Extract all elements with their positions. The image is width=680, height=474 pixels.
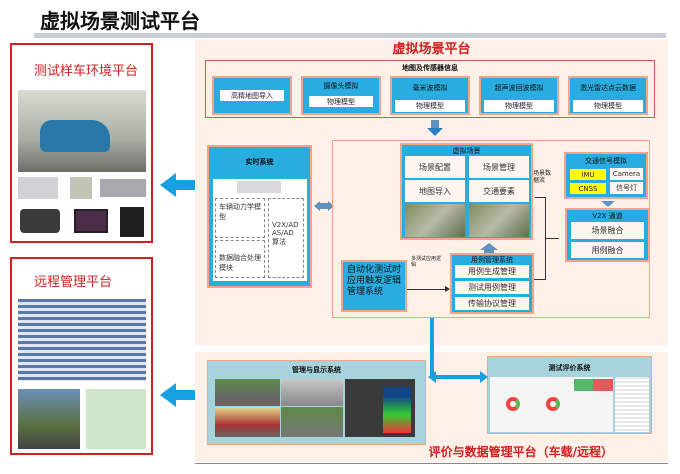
sensor-name: 毫米波模拟 xyxy=(412,84,448,92)
evaluation-title: 测试评价系统 xyxy=(548,364,591,372)
page-title: 虚拟场景测试平台 xyxy=(40,9,200,33)
scene-data-flow-label: 场景数据流 xyxy=(533,170,552,184)
arrow-up-icon xyxy=(480,243,498,250)
display-image xyxy=(215,379,280,406)
display-image xyxy=(215,407,280,437)
arrow-down-icon xyxy=(601,201,615,207)
camera-badge: Camera xyxy=(610,168,643,180)
imu-badge: IMU xyxy=(570,169,606,180)
test-vehicle-platform: 测试样车环境平台 xyxy=(10,43,153,243)
sensor-item: 激光雷达点云数据物理模型 xyxy=(568,76,648,115)
double-arrow-icon xyxy=(314,201,320,211)
usecase-system: 用例管理系统 用例生成管理 测试用例管理 传输协议管理 xyxy=(450,253,534,314)
realtime-system: 实时系统 车辆动力学模型 数据融合处理模块 V2X/ADAS/AD算法 xyxy=(207,145,312,288)
sensor-sub: 物理模型 xyxy=(573,100,643,112)
display-title: 管理与显示系统 xyxy=(292,366,341,374)
sensor-item: 高精地图导入 xyxy=(212,76,292,115)
v2x-title: V2X 通道 xyxy=(592,212,623,220)
usecase-item: 传输协议管理 xyxy=(455,297,529,310)
sensor-sub: 高精地图导入 xyxy=(220,90,284,101)
scene-item: 场景管理 xyxy=(469,156,529,178)
usecase-item: 测试用例管理 xyxy=(455,281,529,294)
hardware-image xyxy=(70,177,92,199)
sensor-item: 超声波回波模拟物理模型 xyxy=(479,76,559,115)
remote-platform: 远程管理平台 xyxy=(10,257,153,455)
sensor-name: 激光雷达点云数据 xyxy=(580,84,636,92)
pc-image xyxy=(120,207,144,237)
scene-item: 交通要素 xyxy=(469,180,529,202)
sensor-item: 毫米波模拟物理模型 xyxy=(390,76,470,115)
evaluation-dashboard xyxy=(490,377,613,432)
scene-item: 地图导入 xyxy=(405,180,465,202)
virtual-scene-platform: 虚拟场景平台 地图及传感器信息 高精地图导入 摄像头模拟物理模型 毫米波模拟物理… xyxy=(195,40,668,345)
v2x-item: 场景融合 xyxy=(571,222,644,239)
sensor-name: 摄像头模拟 xyxy=(323,82,359,90)
vehicle-photo xyxy=(18,90,146,172)
scene-image xyxy=(469,204,529,237)
v2x-channel-box: V2X 通道 场景融合 用例融合 xyxy=(565,208,650,262)
hardware-image xyxy=(18,177,58,199)
display-image xyxy=(281,407,343,437)
usecase-item: 用例生成管理 xyxy=(455,265,529,278)
algorithm-module: V2X/ADAS/AD算法 xyxy=(268,198,304,278)
virtual-scene-box: 虚拟场景 场景配置 场景管理 地图导入 交通要素 xyxy=(400,143,533,240)
evaluation-platform-title: 评价与数据管理平台（车载/远程） xyxy=(428,445,613,459)
remote-title: 远程管理平台 xyxy=(34,275,113,290)
realtime-title: 实时系统 xyxy=(245,158,274,166)
sensor-item: 摄像头模拟物理模型 xyxy=(301,76,381,115)
hardware-image xyxy=(20,209,60,233)
hardware-image xyxy=(100,179,146,197)
radar-visualization xyxy=(345,379,415,437)
laptop-image xyxy=(74,209,108,233)
connector-arrow xyxy=(430,318,434,378)
traffic-title: 交通信号模拟 xyxy=(585,157,627,165)
vehicle-dynamics-module: 车辆动力学模型 xyxy=(215,198,265,238)
evaluation-table xyxy=(615,377,649,432)
scene-title: 虚拟场景 xyxy=(452,147,481,155)
virtual-platform-title: 虚拟场景平台 xyxy=(392,42,471,57)
automation-system: 自动化测试时应用触发逻辑管理系统 xyxy=(341,260,407,312)
usecase-title: 用例管理系统 xyxy=(471,256,513,264)
test-vehicle-title: 测试样车环境平台 xyxy=(34,64,139,79)
title-divider xyxy=(34,33,666,38)
arrow-left-icon xyxy=(428,371,436,383)
cnss-badge: CNSS xyxy=(570,183,606,194)
hardware-image xyxy=(237,181,281,193)
arrow-left-icon xyxy=(160,383,196,407)
scene-item: 场景配置 xyxy=(405,156,465,178)
sensor-sub: 物理模型 xyxy=(484,100,554,112)
sensor-info-box: 地图及传感器信息 高精地图导入 摄像头模拟物理模型 毫米波模拟物理模型 超声波回… xyxy=(205,60,655,118)
scene-image xyxy=(405,204,465,237)
remote-screenshot xyxy=(86,389,146,449)
sensor-name: 超声波回波模拟 xyxy=(494,84,544,92)
bottom-divider xyxy=(195,463,668,464)
display-image xyxy=(281,379,343,406)
sensor-sub: 物理模型 xyxy=(395,100,465,112)
sensor-list: 高精地图导入 摄像头模拟物理模型 毫米波模拟物理模型 超声波回波模拟物理模型 激… xyxy=(212,76,648,115)
sensor-info-title: 地图及传感器信息 xyxy=(402,64,458,72)
evaluation-platform: 管理与显示系统 测试评价系统 评价与数据管理平台（车载/远程） xyxy=(195,352,668,462)
arrow-down-icon xyxy=(431,120,439,128)
arrow-left-icon xyxy=(160,173,196,197)
connector-line xyxy=(407,289,447,290)
arrow-right-icon xyxy=(480,371,488,383)
data-fusion-module: 数据融合处理模块 xyxy=(215,240,265,278)
display-system: 管理与显示系统 xyxy=(207,360,426,445)
evaluation-system: 测试评价系统 xyxy=(487,356,652,434)
multi-test-label: 多测试应用逻辑 xyxy=(411,256,442,268)
remote-screenshot xyxy=(18,389,80,449)
sensor-sub: 物理模型 xyxy=(309,96,373,107)
v2x-item: 用例融合 xyxy=(571,242,644,258)
signal-light-badge: 信号灯 xyxy=(610,182,643,194)
remote-screenshot xyxy=(18,299,146,381)
traffic-signal-box: 交通信号模拟 IMU Camera CNSS 信号灯 xyxy=(564,152,648,199)
